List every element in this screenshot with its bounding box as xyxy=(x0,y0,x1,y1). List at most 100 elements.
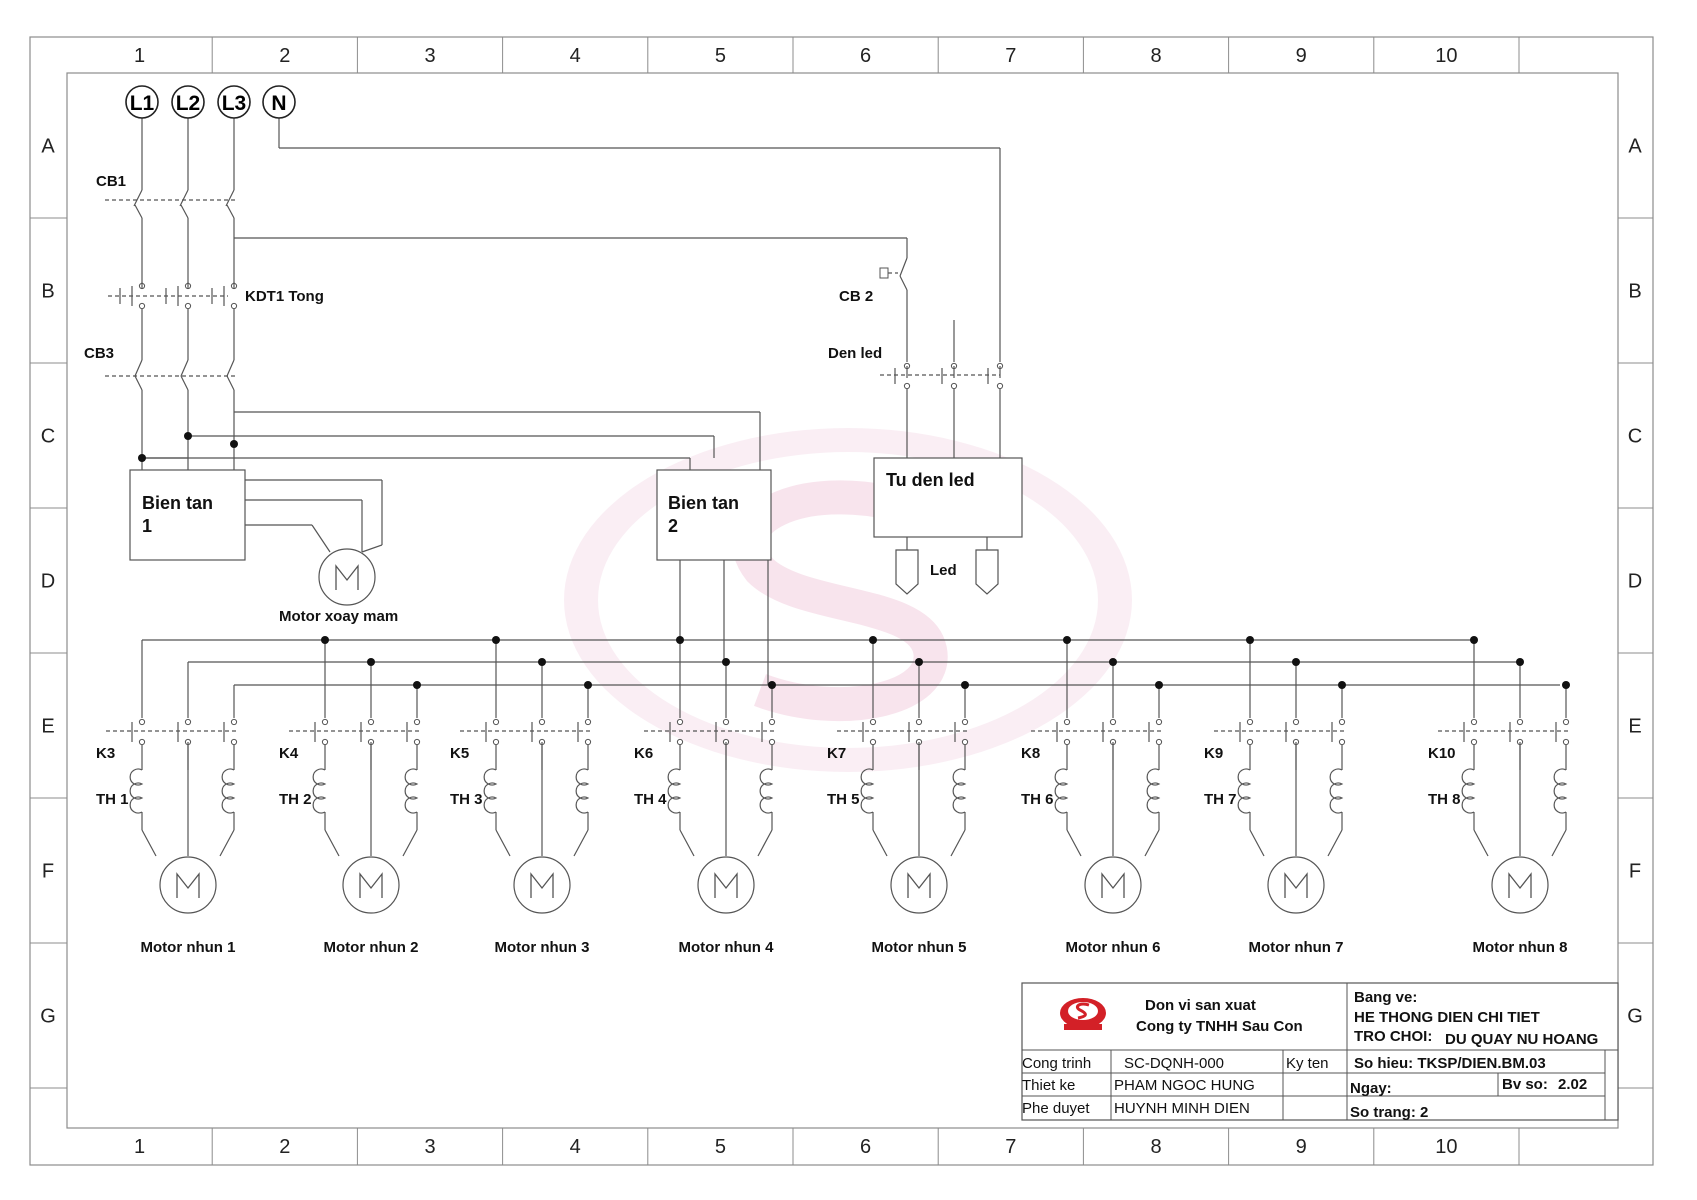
row-label: C xyxy=(41,426,55,448)
bien-tan-2-label: Bien tan xyxy=(668,493,739,513)
row-label: A xyxy=(1628,136,1642,158)
motor-branch-7: K9 TH 7 Motor nhun 7 xyxy=(1204,745,1343,956)
contactor-label: K7 xyxy=(827,745,846,762)
column-label: 10 xyxy=(1435,1136,1457,1158)
column-label: 5 xyxy=(715,1136,726,1158)
tu-den-led-label: Tu den led xyxy=(886,470,975,490)
thermal-relay-label: TH 5 xyxy=(827,791,860,808)
game-name: DU QUAY NU HOANG xyxy=(1445,1031,1598,1048)
page-count: So trang: 2 xyxy=(1350,1104,1428,1121)
phase-label: L1 xyxy=(130,92,155,115)
column-label: 8 xyxy=(1150,45,1161,67)
motor-nhun-icon xyxy=(1084,856,1142,914)
bien-tan-1-box xyxy=(129,469,246,561)
contactor-label: K3 xyxy=(96,745,115,762)
thermal-relay-label: TH 2 xyxy=(279,791,312,808)
junction-dots xyxy=(138,432,1570,689)
column-label: 3 xyxy=(424,45,435,67)
thermal-relay-label: TH 6 xyxy=(1021,791,1054,808)
junction-dot xyxy=(584,681,592,689)
motor-nhun-icon xyxy=(697,856,755,914)
row-label: E xyxy=(41,716,54,738)
frame-zone-dividers xyxy=(30,37,1653,1165)
column-label: 9 xyxy=(1296,45,1307,67)
motor-nhun-icon xyxy=(1491,856,1549,914)
motor-nhun-label: Motor nhun 5 xyxy=(872,939,967,956)
junction-dot xyxy=(413,681,421,689)
junction-dot xyxy=(915,658,923,666)
column-label: 3 xyxy=(424,1136,435,1158)
motor-nhun-label: Motor nhun 3 xyxy=(495,939,590,956)
column-label: 7 xyxy=(1005,45,1016,67)
den-led-label: Den led xyxy=(828,345,882,362)
contactor-label: K4 xyxy=(279,745,299,762)
row-label: C xyxy=(1628,426,1642,448)
kdt1-label: KDT1 Tong xyxy=(245,288,324,305)
junction-dot xyxy=(676,636,684,644)
motor-nhun-label: Motor nhun 6 xyxy=(1066,939,1161,956)
junction-dot xyxy=(184,432,192,440)
phase-label: N xyxy=(271,92,286,115)
bien-tan-1-label: Bien tan xyxy=(142,493,213,513)
designer-name: PHAM NGOC HUNG xyxy=(1114,1077,1255,1094)
junction-dot xyxy=(1338,681,1346,689)
motor-nhun-icon xyxy=(513,856,571,914)
thermal-relay-label: TH 7 xyxy=(1204,791,1237,808)
contactor-label: K9 xyxy=(1204,745,1223,762)
motor-nhun-label: Motor nhun 1 xyxy=(141,939,236,956)
junction-dot xyxy=(1155,681,1163,689)
column-label: 8 xyxy=(1150,1136,1161,1158)
junction-dot xyxy=(1063,636,1071,644)
sau-con-logo xyxy=(1060,998,1106,1030)
producer-name: Cong ty TNHH Sau Con xyxy=(1136,1018,1303,1035)
column-label: 2 xyxy=(279,1136,290,1158)
junction-dot xyxy=(492,636,500,644)
thermal-relay-label: TH 8 xyxy=(1428,791,1461,808)
junction-dot xyxy=(1109,658,1117,666)
column-label: 7 xyxy=(1005,1136,1016,1158)
thermal-relay-label: TH 4 xyxy=(634,791,667,808)
version-label: Bv so: xyxy=(1502,1076,1548,1093)
row-label: D xyxy=(41,571,55,593)
row-label: G xyxy=(1627,1006,1643,1028)
motor-nhun-icon xyxy=(1267,856,1325,914)
motor-nhun-icon xyxy=(890,856,948,914)
led-lamp-icon xyxy=(895,549,999,595)
bien-tan-2-number: 2 xyxy=(668,516,678,536)
junction-dot xyxy=(230,440,238,448)
thermal-relay-label: TH 3 xyxy=(450,791,483,808)
column-label: 4 xyxy=(570,45,581,67)
drawing-title: HE THONG DIEN CHI TIET xyxy=(1354,1009,1540,1026)
project-code: SC-DQNH-000 xyxy=(1124,1055,1224,1072)
phase-terminal-l3: L3 xyxy=(217,85,251,119)
title-block: Don vi san xuat Cong ty TNHH Sau Con Ban… xyxy=(1021,982,1619,1121)
junction-dot xyxy=(1292,658,1300,666)
column-label: 6 xyxy=(860,1136,871,1158)
row-label: F xyxy=(42,861,54,883)
producer-label: Don vi san xuat xyxy=(1145,997,1256,1014)
contactor-label: K10 xyxy=(1428,745,1456,762)
contactor-label: K8 xyxy=(1021,745,1040,762)
row-label: F xyxy=(1629,861,1641,883)
row-label: G xyxy=(40,1006,56,1028)
motor-branch-5: K7 TH 5 Motor nhun 5 xyxy=(827,745,966,956)
motor-nhun-label: Motor nhun 7 xyxy=(1249,939,1344,956)
row-label: D xyxy=(1628,571,1642,593)
led-label: Led xyxy=(930,562,957,579)
junction-dot xyxy=(138,454,146,462)
motor-nhun-label: Motor nhun 4 xyxy=(679,939,775,956)
bien-tan-2-box xyxy=(656,469,772,561)
approver-name: HUYNH MINH DIEN xyxy=(1114,1100,1250,1117)
column-label: 1 xyxy=(134,45,145,67)
junction-dot xyxy=(1516,658,1524,666)
junction-dot xyxy=(1562,681,1570,689)
row-label: B xyxy=(41,281,54,303)
junction-dot xyxy=(869,636,877,644)
column-label: 5 xyxy=(715,45,726,67)
